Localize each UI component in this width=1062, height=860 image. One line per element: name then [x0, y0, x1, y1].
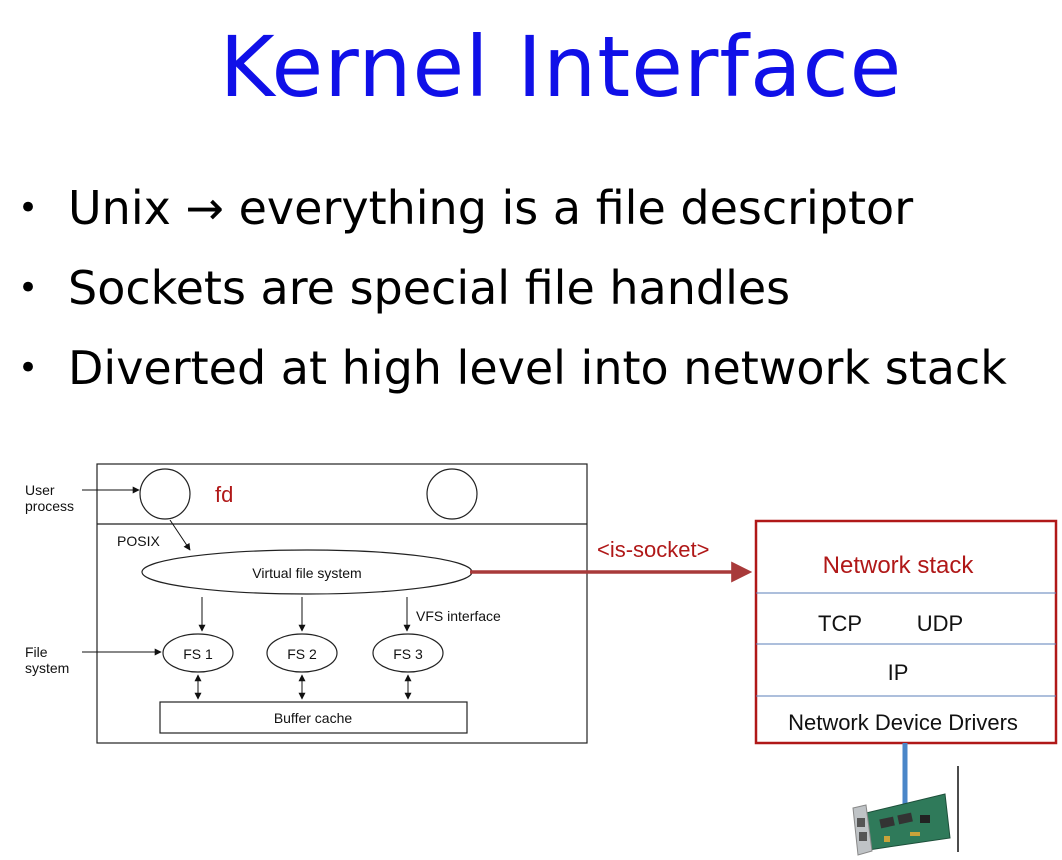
fd-label: fd: [215, 482, 233, 507]
buffer-cache-box: [159, 701, 468, 734]
file-system-label: system: [25, 660, 69, 676]
user-process-label: User: [25, 482, 55, 498]
udp-label: UDP: [917, 611, 963, 636]
network-stack-box: [754, 519, 1058, 745]
posix-arrow: [169, 519, 191, 551]
bullet-dot: •: [18, 268, 39, 308]
network-stack-title: Network stack: [823, 552, 975, 579]
bullet-text: Sockets are special file handles: [68, 261, 791, 315]
user-process-circle: [139, 468, 191, 520]
network-card-icon: [852, 793, 951, 856]
bullet-dot: •: [18, 188, 39, 228]
bullet-item: • Unix → everything is a file descriptor: [18, 168, 1007, 248]
bullet-list: •Unix → everything is a file descriptor …: [18, 168, 1007, 408]
tcp-label: TCP: [818, 611, 862, 636]
fs2-label: FS 2: [287, 646, 317, 662]
kernel-box: [96, 463, 588, 744]
fs1-ellipse: [162, 633, 234, 673]
fs3-ellipse: [372, 633, 444, 673]
posix-label: POSIX: [117, 533, 160, 549]
page-title: Kernel Interface: [219, 18, 903, 116]
network-device-drivers-label: Network Device Drivers: [788, 710, 1018, 735]
user-process-circle: [426, 468, 478, 520]
vfs-interface-label: VFS interface: [416, 608, 501, 624]
bullet-item: • Diverted at high level into network sta…: [18, 328, 1007, 408]
fs2-ellipse: [266, 633, 338, 673]
bullet-text: Diverted at high level into network stac…: [68, 341, 1007, 395]
bullet-text: Unix → everything is a file descriptor: [68, 181, 914, 235]
is-socket-label: <is-socket>: [597, 537, 710, 562]
bullet-item: • Sockets are special file handles: [18, 248, 1007, 328]
vfs-label: Virtual file system: [252, 565, 361, 581]
fs3-label: FS 3: [393, 646, 423, 662]
user-process-label: process: [25, 498, 74, 514]
file-system-label: File: [25, 644, 48, 660]
buffer-cache-label: Buffer cache: [274, 710, 353, 726]
fs1-label: FS 1: [183, 646, 213, 662]
ip-label: IP: [888, 660, 909, 685]
bullet-dot: •: [18, 348, 39, 388]
